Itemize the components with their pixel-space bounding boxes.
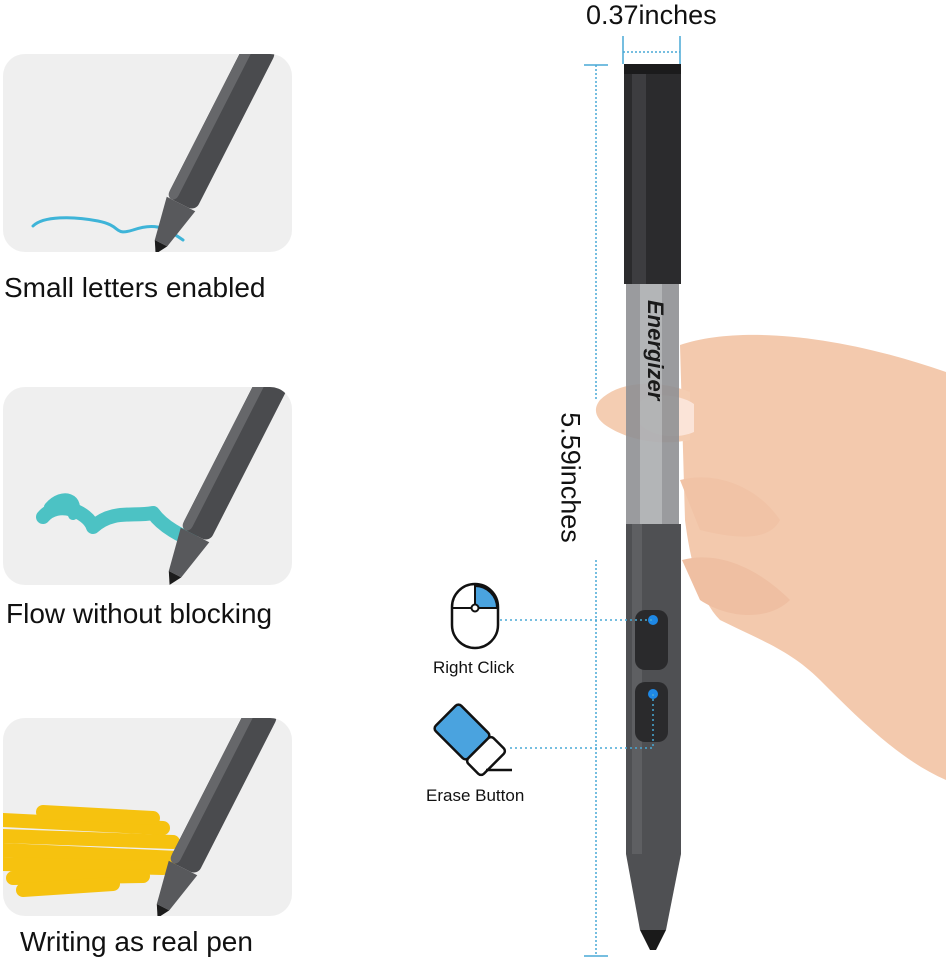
width-dimension-line [622, 36, 681, 64]
feature-caption-small-letters: Small letters enabled [4, 272, 266, 303]
pen-thin-stroke-icon [31, 54, 275, 252]
feature-panel-real-pen [3, 718, 292, 916]
width-label: 0.37inches [586, 0, 717, 30]
pen-body: Energizer [624, 64, 681, 950]
erase-button [635, 682, 668, 742]
right-click-button [635, 610, 668, 670]
length-label: 5.59inches [555, 412, 586, 543]
right-click-label: Right Click [433, 658, 515, 677]
mouse-icon [450, 582, 500, 650]
pen-thick-stroke-icon [3, 718, 277, 916]
battery-brand-text: Energizer [643, 300, 668, 402]
feature-caption-flow: Flow without blocking [6, 598, 273, 629]
pen-flow-stroke-icon [36, 387, 289, 585]
hand-fingers-front [680, 477, 790, 615]
feature-caption-real-pen: Writing as real pen [20, 926, 253, 957]
length-dimension-line [584, 64, 608, 957]
eraser-icon [433, 703, 507, 777]
feature-panel-small-letters [3, 54, 292, 252]
erase-button-label: Erase Button [426, 786, 525, 805]
feature-panel-flow [3, 387, 292, 585]
